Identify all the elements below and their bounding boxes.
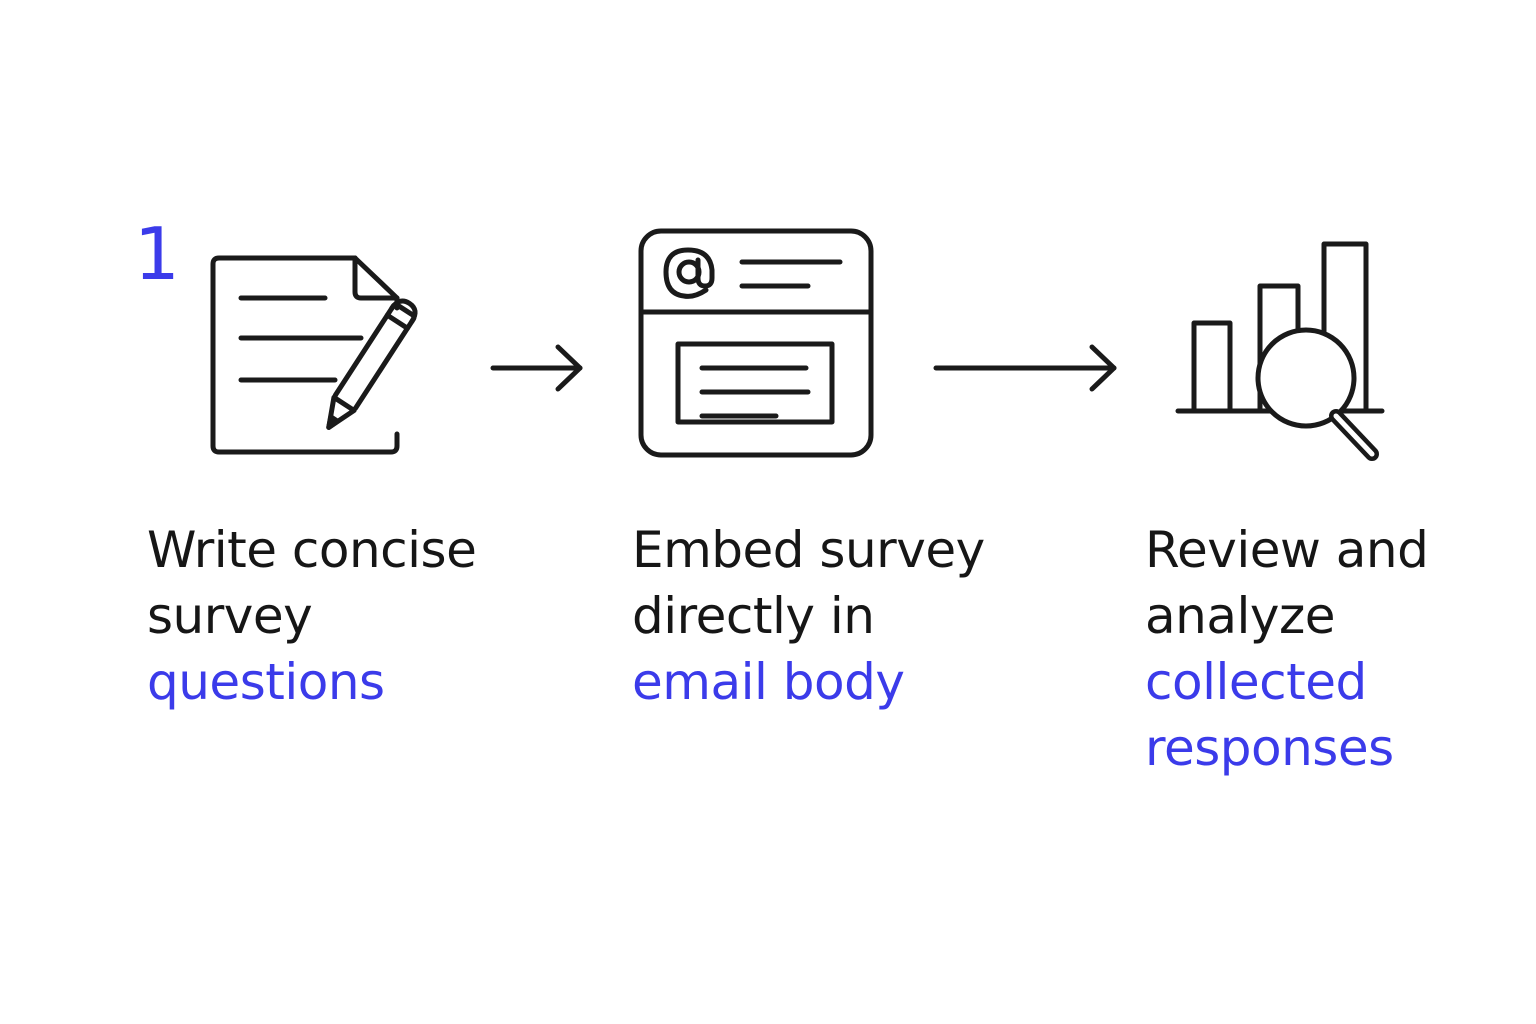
arrow-right-icon	[932, 343, 1122, 397]
step-3-label: Review and analyze collected responses	[1145, 517, 1429, 781]
document-pencil-icon	[205, 250, 465, 460]
step-3-line-2: analyze	[1145, 587, 1335, 645]
step-2-label: Embed survey directly in email body	[632, 517, 985, 715]
chart-magnifier-icon	[1172, 240, 1388, 464]
step-1-highlight: questions	[147, 653, 385, 711]
step-2-highlight: email body	[632, 653, 905, 711]
at-icon	[663, 247, 715, 299]
step-2-line-1: Embed survey	[632, 521, 985, 579]
step-3-line-1: Review and	[1145, 521, 1429, 579]
step-3-highlight-1: collected	[1145, 653, 1367, 711]
step-1-label: Write concise survey questions	[147, 517, 477, 715]
step-3-highlight-2: responses	[1145, 719, 1394, 777]
step-1-line-1: Write concise	[147, 521, 477, 579]
arrow-right-icon	[490, 343, 590, 397]
step-1-line-2: survey	[147, 587, 313, 645]
email-window-icon	[636, 226, 876, 460]
step-2-line-2: directly in	[632, 587, 875, 645]
step-number: 1	[134, 212, 180, 296]
